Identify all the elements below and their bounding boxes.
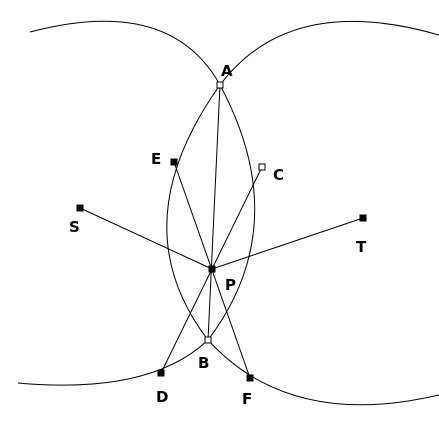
point-d-marker xyxy=(157,369,165,377)
left-circle-arc xyxy=(17,20,256,386)
label-t: T xyxy=(356,238,367,256)
label-c: C xyxy=(273,166,284,184)
label-f: F xyxy=(242,390,252,408)
segment-pt xyxy=(211,217,364,270)
label-s: S xyxy=(69,218,80,236)
label-b: B xyxy=(198,354,209,372)
point-t-marker xyxy=(359,214,367,222)
point-b-marker xyxy=(204,336,212,344)
point-c-marker xyxy=(258,163,266,171)
point-p-marker xyxy=(208,265,216,273)
point-e-marker xyxy=(170,158,178,166)
segment-ab xyxy=(207,84,221,341)
right-circle-arc xyxy=(166,20,439,406)
label-p: P xyxy=(225,276,236,294)
point-f-marker xyxy=(246,374,254,382)
segment-sp xyxy=(79,207,213,270)
label-a: A xyxy=(221,62,233,80)
point-s-marker xyxy=(76,204,84,212)
label-e: E xyxy=(151,150,161,168)
point-a-marker xyxy=(216,81,224,89)
label-d: D xyxy=(156,388,168,406)
